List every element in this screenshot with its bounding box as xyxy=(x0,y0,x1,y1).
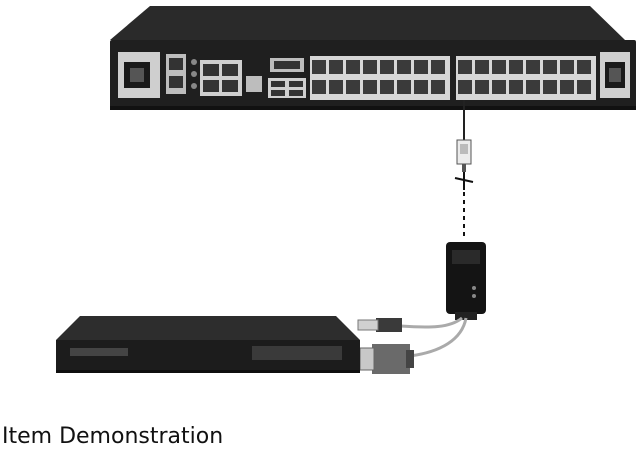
target-port xyxy=(560,60,574,74)
target-port xyxy=(577,80,591,94)
target-port xyxy=(492,60,506,74)
vga-cable xyxy=(409,317,468,358)
target-port xyxy=(312,80,326,94)
target-port xyxy=(397,60,411,74)
target-port xyxy=(526,80,540,94)
target-port xyxy=(475,60,489,74)
usb-connector-icon xyxy=(357,318,402,332)
server-top xyxy=(56,316,360,340)
target-port xyxy=(526,60,540,74)
local-console-ports xyxy=(268,58,306,98)
product-illustration xyxy=(56,6,636,374)
kvm-switch-icon xyxy=(110,6,636,110)
aux-port xyxy=(246,76,262,92)
target-port xyxy=(543,60,557,74)
server-appliance-icon xyxy=(56,316,360,373)
rj45-connector-icon xyxy=(456,139,472,172)
target-ports xyxy=(312,60,591,94)
left-power-module xyxy=(118,52,160,98)
target-port xyxy=(431,60,445,74)
kvm-switch-bottom-edge xyxy=(110,106,636,110)
usb-cable xyxy=(399,316,463,329)
target-port xyxy=(458,80,472,94)
target-port xyxy=(577,60,591,74)
target-port xyxy=(380,80,394,94)
target-port xyxy=(509,60,523,74)
target-port xyxy=(312,60,326,74)
cable-break-marker xyxy=(454,172,474,190)
target-port xyxy=(543,80,557,94)
target-port xyxy=(414,80,428,94)
target-port xyxy=(397,80,411,94)
target-port xyxy=(329,80,343,94)
target-port xyxy=(380,60,394,74)
target-port xyxy=(475,80,489,94)
target-port xyxy=(346,80,360,94)
target-port xyxy=(509,80,523,94)
target-port xyxy=(492,80,506,94)
target-port xyxy=(346,60,360,74)
management-ports xyxy=(166,54,197,94)
target-port xyxy=(458,60,472,74)
target-port xyxy=(414,60,428,74)
target-port xyxy=(363,80,377,94)
right-power-module xyxy=(600,52,630,98)
target-port xyxy=(560,80,574,94)
kvm-adapter-icon xyxy=(446,242,486,320)
kvm-switch-top xyxy=(110,6,625,40)
network-ports xyxy=(200,60,242,96)
target-port xyxy=(363,60,377,74)
target-port xyxy=(431,80,445,94)
target-port xyxy=(329,60,343,74)
vga-connector-icon xyxy=(359,344,414,374)
caption: Item Demonstration xyxy=(2,424,224,449)
